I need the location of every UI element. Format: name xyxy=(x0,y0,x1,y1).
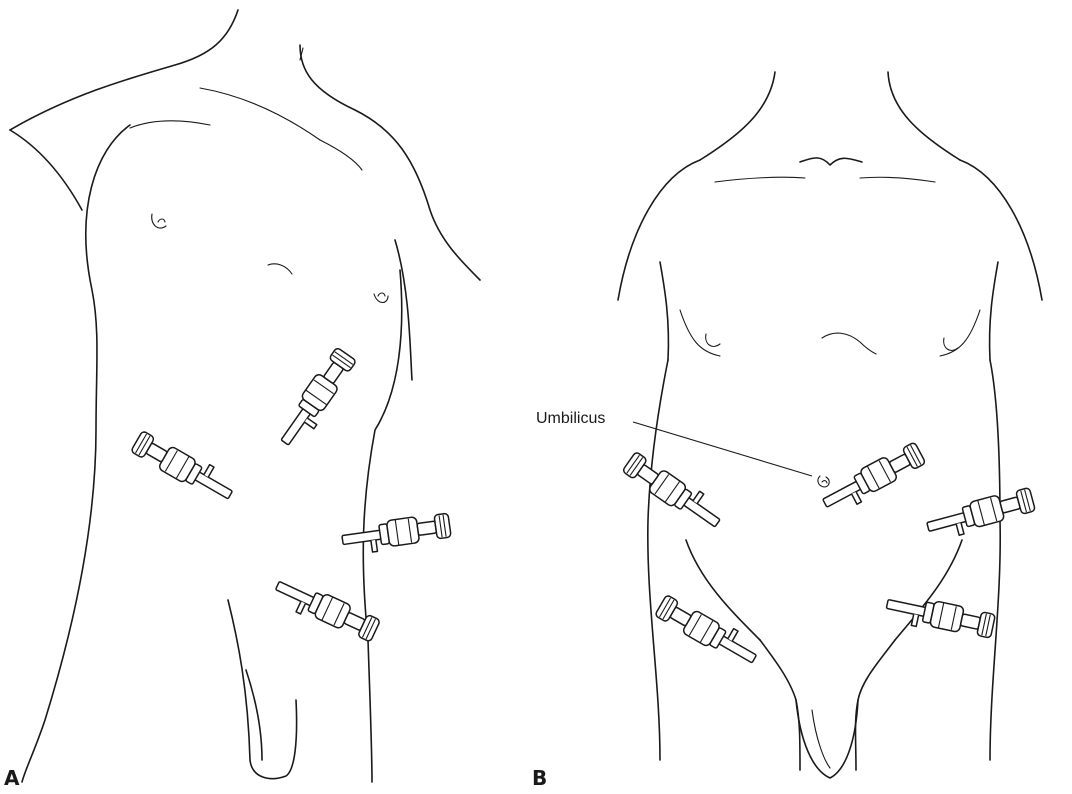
trocar-b-right-upper xyxy=(925,487,1037,543)
trocar-a-upper-right xyxy=(274,347,360,452)
panel-a-torso xyxy=(10,10,480,782)
panel-a-label: A xyxy=(4,766,19,790)
trocar-a-left xyxy=(130,427,238,506)
trocar-a-right-lateral xyxy=(341,512,452,556)
panel-b-label: B xyxy=(532,766,547,790)
umbilicus-leader-line xyxy=(633,422,812,476)
panel-b-torso xyxy=(618,72,1042,778)
trocar-b-umbilical xyxy=(819,441,928,517)
umbilicus-label: Umbilicus xyxy=(536,410,605,428)
trocar-b-left-lower xyxy=(654,591,762,670)
trocar-b-left-upper xyxy=(622,448,727,534)
